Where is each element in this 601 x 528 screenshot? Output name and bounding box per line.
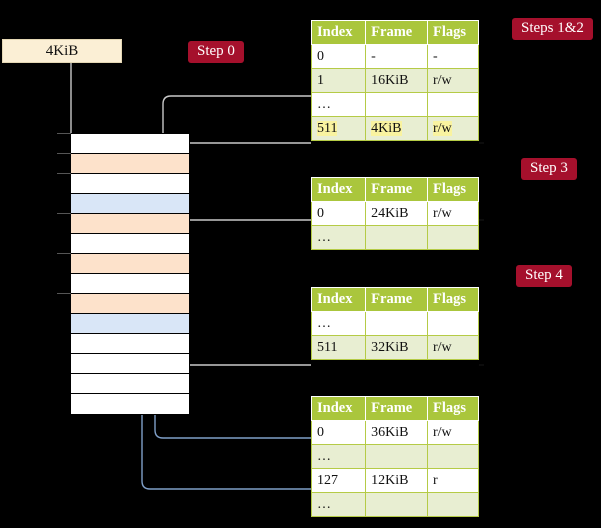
column-header-frame: Frame — [365, 287, 428, 312]
cell-flags: r/w — [426, 68, 480, 93]
memory-frame-0 — [71, 134, 189, 154]
cell-flags: r/w — [426, 201, 480, 226]
cell-frame: 16KiB — [365, 68, 428, 93]
table-row: … — [310, 225, 480, 250]
cell-index: … — [310, 492, 367, 517]
cell-index: 1 — [310, 68, 367, 93]
memory-frame-2 — [71, 174, 189, 194]
badge-step-0: Step 0 — [188, 41, 244, 64]
memory-frame-1 — [71, 154, 189, 174]
cell-flags: r/w — [426, 335, 480, 360]
memory-tick-8 — [57, 293, 71, 294]
cell-frame: - — [365, 44, 428, 69]
table-row: … — [310, 444, 480, 469]
memory-tick-6 — [57, 253, 71, 254]
table-row: 511 4KiB r/w — [310, 116, 480, 141]
memory-frame-5 — [71, 234, 189, 254]
memory-frame-3 — [71, 194, 189, 214]
cell-index: 0 — [310, 420, 367, 445]
memory-frame-8 — [71, 294, 189, 314]
cell-flags — [426, 444, 480, 469]
badge-steps-1-2: Steps 1&2 — [512, 18, 593, 41]
column-header-flags: Flags — [426, 177, 480, 202]
column-header-flags: Flags — [426, 396, 480, 421]
cell-frame — [365, 311, 428, 336]
memory-frame-11 — [71, 354, 189, 374]
badge-step-3: Step 3 — [521, 158, 577, 181]
memory-frame-10 — [71, 334, 189, 354]
memory-frame-13 — [71, 394, 189, 414]
cell-flags: r/w — [426, 116, 480, 141]
column-header-flags: Flags — [426, 20, 480, 45]
cell-index: … — [310, 225, 367, 250]
column-header-index: Index — [310, 20, 367, 45]
memory-frame-9 — [71, 314, 189, 334]
cell-frame: 4KiB — [365, 116, 428, 141]
column-header-flags: Flags — [426, 287, 480, 312]
column-header-index: Index — [310, 177, 367, 202]
column-header-index: Index — [310, 287, 367, 312]
cell-frame: 24KiB — [365, 201, 428, 226]
cell-flags — [426, 92, 480, 117]
table-row: … — [310, 311, 480, 336]
cell-flags: - — [426, 44, 480, 69]
cell-frame — [365, 444, 428, 469]
cell-flags — [426, 492, 480, 517]
cell-index: … — [310, 444, 367, 469]
cell-flags — [426, 311, 480, 336]
cell-highlight: r/w — [432, 120, 452, 136]
cell-index: … — [310, 92, 367, 117]
cell-frame — [365, 492, 428, 517]
address-4kib-box: 4KiB — [2, 39, 122, 63]
column-header-frame: Frame — [365, 20, 428, 45]
cell-highlight: 4KiB — [371, 120, 402, 136]
cell-highlight: 511 — [317, 120, 338, 136]
memory-tick-0 — [57, 133, 71, 134]
badge-step-4: Step 4 — [516, 265, 572, 288]
memory-frame-7 — [71, 274, 189, 294]
cell-frame: 32KiB — [365, 335, 428, 360]
memory-frame-4 — [71, 214, 189, 234]
cell-index: 0 — [310, 201, 367, 226]
memory-tick-4 — [57, 213, 71, 214]
cell-flags: r/w — [426, 420, 480, 445]
cell-flags — [426, 225, 480, 250]
cell-index: 0 — [310, 44, 367, 69]
cell-index: 511 — [310, 116, 367, 141]
memory-tick-1 — [57, 153, 71, 154]
cell-frame — [365, 225, 428, 250]
cell-index: 511 — [310, 335, 367, 360]
cell-frame: 36KiB — [365, 420, 428, 445]
cell-flags: r — [426, 468, 480, 493]
memory-tick-2 — [57, 173, 71, 174]
cell-frame — [365, 92, 428, 117]
physical-memory-column — [70, 133, 190, 415]
cell-index: 127 — [310, 468, 367, 493]
column-header-index: Index — [310, 396, 367, 421]
column-header-frame: Frame — [365, 396, 428, 421]
column-header-frame: Frame — [365, 177, 428, 202]
table-row: … — [310, 492, 480, 517]
memory-frame-6 — [71, 254, 189, 274]
cell-index: … — [310, 311, 367, 336]
cell-frame: 12KiB — [365, 468, 428, 493]
table-row: … — [310, 92, 480, 117]
table-row: 0-- — [310, 44, 480, 69]
memory-frame-12 — [71, 374, 189, 394]
address-4kib-label: 4KiB — [45, 43, 79, 59]
